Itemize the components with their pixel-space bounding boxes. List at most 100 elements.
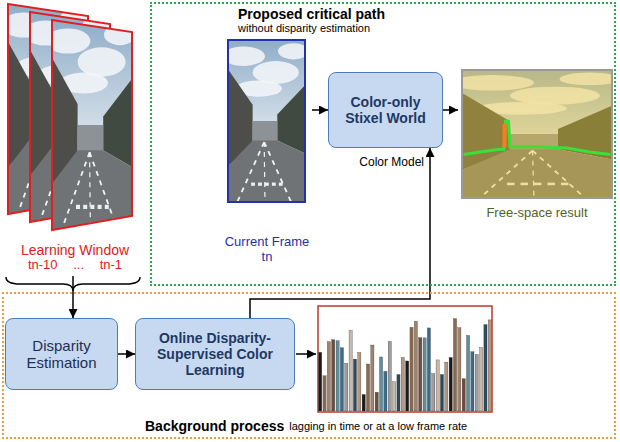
lane-mark: [89, 152, 91, 230]
histogram-bar: [427, 328, 430, 411]
histogram-bar: [488, 320, 491, 411]
histogram-bar: [345, 363, 348, 411]
background-region: Background process lagging in time or at …: [2, 292, 616, 439]
histogram-bar: [467, 335, 470, 411]
crossing-mark: [90, 205, 94, 209]
histogram-bar: [366, 364, 369, 411]
crossing-mark: [279, 183, 283, 186]
street-image: [46, 20, 136, 230]
crossing-mark: [272, 183, 276, 186]
time-label: tn: [262, 250, 273, 265]
histogram-bar: [393, 382, 396, 411]
crossing-mark: [76, 205, 80, 209]
distant-street: [253, 121, 278, 142]
histogram-bar: [475, 354, 478, 411]
histogram-frame: [318, 306, 492, 412]
histogram-bar: [480, 347, 483, 411]
distant-street: [78, 125, 104, 152]
result-image: Free-space result: [458, 68, 616, 224]
cloud: [253, 61, 299, 84]
box-label: Disparity Estimation: [14, 337, 109, 372]
crossing-mark: [98, 205, 102, 209]
flow-arrow: [443, 109, 458, 111]
histogram-bar: [401, 357, 404, 411]
road: [228, 140, 305, 202]
region-subtitle: without disparity estimation: [238, 22, 614, 35]
histogram-bar: [436, 360, 439, 411]
edge-label-holder: Color Model: [324, 156, 424, 170]
histogram-bar: [462, 379, 465, 411]
histogram-bar: [327, 342, 330, 411]
histogram-bar: [423, 338, 426, 411]
region-subtitle: lagging in time or at a low frame rate: [289, 420, 467, 434]
caption: Free-space result: [486, 206, 587, 221]
lane-mark: [264, 142, 266, 202]
caption: Learning Window: [21, 242, 129, 258]
region-title: Background process: [145, 418, 284, 434]
histogram-bar: [432, 374, 435, 411]
box-label: Color-only Stixel World: [337, 94, 434, 126]
histogram-bar: [332, 340, 335, 411]
flow-arrow: [72, 276, 74, 318]
histogram-bar: [453, 319, 456, 411]
histogram-bar: [471, 352, 474, 411]
histogram-bar: [410, 327, 413, 411]
frame-border: [462, 70, 612, 198]
flow-arrow: [312, 109, 328, 111]
histogram-bar: [388, 341, 391, 411]
flow-arrow: [118, 353, 135, 355]
crossing-mark: [258, 183, 262, 186]
histogram-bar: [375, 392, 378, 411]
histogram-bar: [358, 352, 361, 411]
histogram-bar: [445, 362, 448, 411]
caption: Current Frame: [225, 235, 310, 250]
histogram-bar: [319, 352, 322, 411]
critical-path-region: Proposed critical pathwithout disparity …: [150, 2, 616, 286]
histogram-bar: [336, 341, 339, 411]
obstacle-marker: [503, 124, 507, 147]
model-arrow: [296, 353, 316, 355]
histogram-bar: [380, 357, 383, 411]
histogram-bar: [419, 338, 422, 411]
time-range: tn-10 ... tn-1: [28, 258, 122, 273]
lane-mark: [264, 142, 291, 202]
histogram-bar: [323, 376, 326, 411]
box-label: Online Disparity-Supervised Color Learni…: [144, 330, 286, 378]
crossing-mark: [83, 205, 87, 209]
process-box: Color-only Stixel World: [328, 72, 443, 148]
lane-mark: [237, 142, 264, 202]
lane-mark: [62, 152, 90, 230]
crossing-mark: [105, 205, 109, 209]
histogram-bar: [384, 371, 387, 411]
cloud: [78, 47, 126, 76]
crossing-mark: [265, 183, 269, 186]
process-box: Disparity Estimation: [5, 318, 118, 390]
histogram-bar: [362, 394, 365, 411]
histogram-bar: [458, 328, 461, 411]
learning-window: Learning Windowtn-10 ... tn-1: [2, 4, 148, 276]
histogram-bar: [371, 345, 374, 411]
street-image: [222, 40, 309, 202]
frame-border: [228, 40, 305, 202]
process-box: Online Disparity-Supervised Color Learni…: [135, 318, 295, 390]
free-space-tint: [462, 70, 612, 198]
histogram-bar: [349, 330, 352, 411]
histogram-bar: [484, 325, 487, 411]
histogram-bar: [353, 359, 356, 411]
edge-label: Color Model: [324, 156, 424, 170]
street-image: [450, 70, 620, 198]
free-space-boundary: [464, 121, 611, 154]
histogram-bar: [414, 321, 417, 411]
region-title: Proposed critical path: [238, 6, 614, 22]
histogram-bar: [440, 375, 443, 411]
current-frame: Current Frametn: [222, 38, 312, 268]
frame-border: [52, 20, 132, 230]
histogram-bar: [397, 375, 400, 411]
histogram-bar: [449, 357, 452, 411]
histogram-bar: [340, 348, 343, 411]
histogram-bar: [406, 361, 409, 411]
crossing-mark: [251, 183, 255, 186]
